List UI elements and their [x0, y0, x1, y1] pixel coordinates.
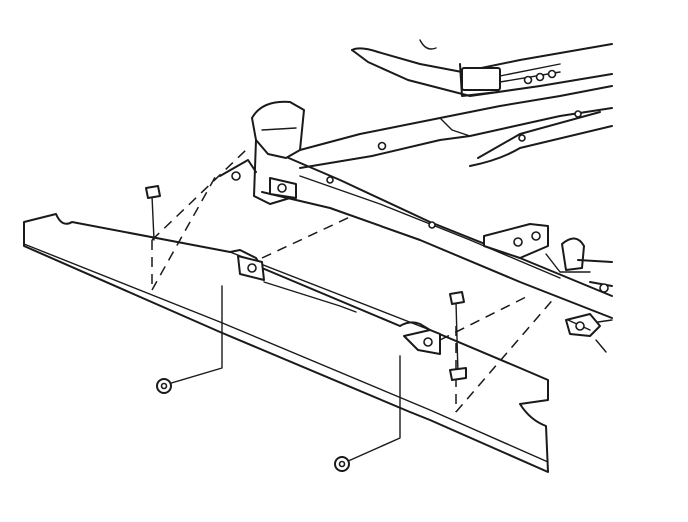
bolt-upper-left — [145, 185, 161, 241]
nut-lower-left — [156, 285, 223, 394]
bolt-upper-right — [449, 291, 467, 381]
nut-lower-right — [334, 355, 401, 472]
skid-plate — [23, 213, 549, 473]
upper-frame-rail — [351, 39, 613, 97]
frame-crossmember — [219, 100, 613, 353]
diagonal-frame-member — [299, 85, 613, 169]
